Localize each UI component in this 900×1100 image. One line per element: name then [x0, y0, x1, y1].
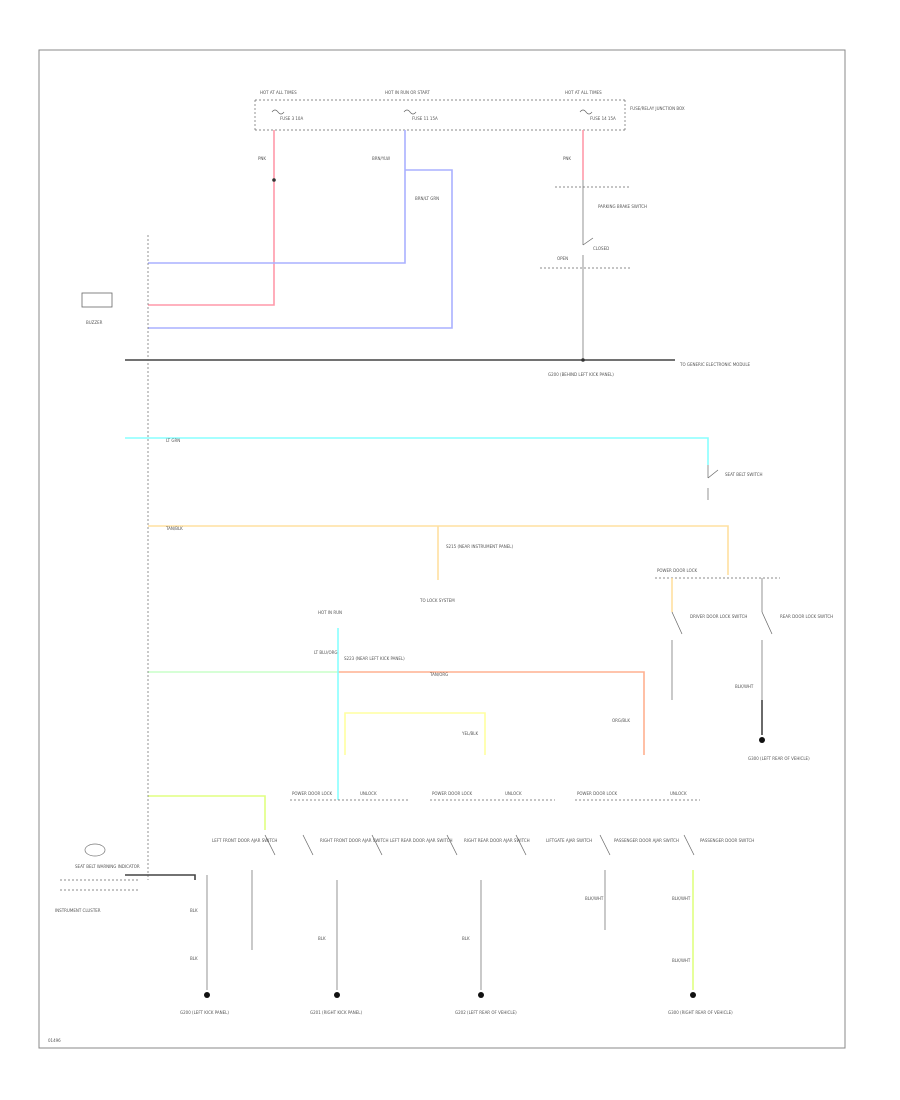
cyan-wire [125, 437, 709, 465]
blk-5: BLK/WHT [585, 896, 604, 901]
ajar-g: PASSENGER DOOR SWITCH [700, 838, 754, 843]
ajar-f: PASSENGER DOOR AJAR SWITCH [614, 838, 679, 843]
figure-number: 01496 [48, 1038, 61, 1043]
seat-belt-indicator-icon [84, 843, 106, 857]
ajar-d: RIGHT REAR DOOR AJAR SWITCH [464, 838, 530, 843]
blk-6: BLK/WHT [672, 896, 691, 901]
ajar-e: LIFTGATE AJAR SWITCH [546, 838, 592, 843]
blk-3: BLK [462, 936, 470, 941]
blk-4: BLK [190, 956, 198, 961]
buzzer-label: BUZZER [86, 320, 103, 325]
org-blk-label: ORG/BLK [612, 718, 630, 723]
brn-lt-label: BRN/LT GRN [415, 196, 439, 201]
splice-dot [272, 178, 276, 182]
yellow-wire [344, 712, 486, 755]
power-door-label: POWER DOOR LOCK [657, 568, 698, 573]
fuse-1-label: FUSE 3 10A [280, 116, 303, 121]
pwr-door-c: POWER DOOR LOCK [577, 791, 618, 796]
ajar-switches [264, 834, 695, 856]
yel-blk-label: YEL/BLK [461, 731, 479, 736]
orange-wire [338, 671, 645, 755]
lt-yel-org-label: LT BLU/ORG [314, 650, 337, 655]
gnd-4-label: G300 (RIGHT REAR OF VEHICLE) [668, 1010, 733, 1015]
tan-org-label: TAN/ORG [429, 672, 448, 677]
fuse-b-label: HOT IN RUN OR START [385, 90, 430, 95]
lime-wire [148, 795, 266, 830]
pink-wire [148, 130, 275, 306]
pwr-door-a: POWER DOOR LOCK [292, 791, 333, 796]
rear-door-sw-label: REAR DOOR LOCK SWITCH [780, 614, 833, 619]
tan-blk-label: TAN/BLK [165, 526, 183, 531]
blk-wht-label: BLK/WHT [735, 684, 754, 689]
unlock-a: UNLOCK [360, 791, 377, 796]
cluster-black-wire [125, 874, 196, 880]
ground-symbol-4 [690, 992, 696, 998]
fuse-a-label: HOT AT ALL TIMES [260, 90, 297, 95]
instrument-cluster-label: INSTRUMENT CLUSTER [55, 908, 101, 913]
parking-switch-label: PARKING BRAKE SWITCH [598, 204, 647, 209]
splice-mid-label: S223 (NEAR LEFT KICK PANEL) [344, 656, 405, 661]
ground-symbol-3 [478, 992, 484, 998]
ground-symbol-1 [204, 992, 210, 998]
ground-symbol-2 [334, 992, 340, 998]
fuse-block: HOT AT ALL TIMES HOT IN RUN OR START HOT… [254, 90, 685, 131]
blk-7: BLK/WHT [672, 958, 691, 963]
blk-2: BLK [318, 936, 326, 941]
ground-right-label: G300 (LEFT REAR OF VEHICLE) [748, 756, 810, 761]
splice-tan-label: S215 (NEAR INSTRUMENT PANEL) [446, 544, 514, 549]
blue-wire-b [148, 169, 453, 329]
gnd-2-label: G201 (RIGHT KICK PANEL) [310, 1010, 362, 1015]
pink-label-b: PNK [563, 156, 571, 161]
ajar-b: RIGHT FRONT DOOR AJAR SWITCH [320, 838, 388, 843]
fuse-3-label: FUSE 14 15A [590, 116, 616, 121]
driver-door-sw-label: DRIVER DOOR LOCK SWITCH [690, 614, 747, 619]
closed-label: CLOSED [593, 246, 609, 251]
blk-1: BLK [190, 908, 198, 913]
ground-symbol-right [759, 737, 765, 743]
seat-switch-label: SEAT BELT SWITCH [725, 472, 763, 477]
ajar-c: LEFT REAR DOOR AJAR SWITCH [390, 838, 453, 843]
tan-wire [148, 525, 729, 575]
diagram-frame [38, 49, 846, 1049]
ignition-label: TO GENERIC ELECTRONIC MODULE [679, 362, 751, 367]
ajar-a: LEFT FRONT DOOR AJAR SWITCH [212, 838, 277, 843]
ground-top-label: G200 (BEHIND LEFT KICK PANEL) [548, 372, 614, 377]
lt-grn-label: LT GRN [166, 438, 180, 443]
pink-label-a: PNK [258, 156, 266, 161]
hot-run-label: HOT IN RUN [318, 610, 342, 615]
gnd-1-label: G200 (LEFT KICK PANEL) [180, 1010, 229, 1015]
unlock-b: UNLOCK [505, 791, 522, 796]
ground-splice-dot [581, 358, 585, 362]
unlock-c: UNLOCK [670, 791, 687, 796]
to-wiper-label: TO LOCK SYSTEM [419, 598, 455, 603]
buzzer-symbol [81, 292, 113, 308]
pwr-door-b: POWER DOOR LOCK [432, 791, 473, 796]
blue-wire-a [148, 130, 406, 264]
fuse-2-label: FUSE 11 15A [412, 116, 438, 121]
fuse-box-note: FUSE/RELAY JUNCTION BOX [630, 106, 685, 111]
gnd-3-label: G202 (LEFT REAR OF VEHICLE) [455, 1010, 517, 1015]
open-label: OPEN [557, 256, 568, 261]
seat-belt-indicator-label: SEAT BELT WARNING INDICATOR [75, 864, 140, 869]
brn-ylw-label: BRN/YLW [372, 156, 390, 161]
fuse-c-label: HOT AT ALL TIMES [565, 90, 602, 95]
